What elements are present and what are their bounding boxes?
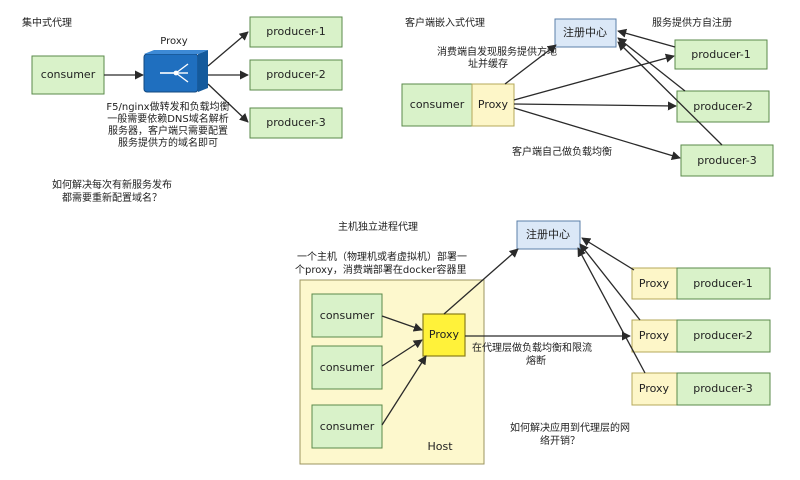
proxy-label: Proxy [639, 382, 670, 395]
arrow-proxy-producer1 [207, 31, 249, 67]
arrow-proxy-producer3 [513, 107, 681, 160]
consumer-label: consumer [320, 361, 375, 374]
arrow-consumer2-proxy [381, 339, 423, 367]
arrow-proxy-registry [443, 248, 519, 315]
section-title-centralized: 集中式代理 [22, 16, 72, 29]
consumer-label: consumer [410, 98, 465, 111]
load-balancer-icon [143, 50, 208, 93]
registry-label: 注册中心 [563, 25, 607, 39]
proxy-label: Proxy [429, 328, 460, 341]
producer-label: producer-3 [693, 382, 753, 395]
note-line: 服务器，客户端只需要配置 [108, 124, 228, 137]
producer-label: producer-3 [266, 116, 326, 129]
arrow-sideproxy2-registry [579, 243, 641, 321]
arrow-proxy-producer1 [513, 53, 675, 101]
consumer-node: consumer [311, 345, 383, 390]
side-proxy-node: Proxy [631, 319, 678, 353]
registry-node: 注册中心 [554, 18, 617, 48]
proxy-label: Proxy [639, 329, 670, 342]
producer-node: producer-1 [676, 267, 771, 300]
producer-label: producer-3 [697, 154, 757, 167]
arrow-proxy-producer2 [513, 101, 677, 111]
consumer-node: consumer [401, 83, 473, 127]
note-line: 服务提供方的域名即可 [118, 136, 218, 149]
client-proxy-node: Proxy [471, 83, 515, 127]
note-line: F5/nginx做转发和负载均衡 [106, 100, 229, 113]
arrow-sideproxy1-registry [581, 237, 635, 271]
consumer-label: consumer [320, 420, 375, 433]
arrow-consumer1-proxy [381, 315, 423, 332]
section-title-embedded: 客户端嵌入式代理 [405, 16, 485, 29]
producer-node: producer-3 [676, 372, 771, 406]
note-line: 一般需要依赖DNS域名解析 [107, 112, 229, 125]
producer-node: producer-2 [249, 59, 343, 91]
producer-label: producer-2 [693, 100, 753, 113]
producer-label: producer-1 [691, 48, 751, 61]
desc-line: 一个主机（物理机或者虚拟机）部署一 [297, 250, 467, 263]
consumer-node: consumer [311, 293, 383, 338]
discover-line: 址并缓存 [468, 57, 508, 70]
proxy-label: Proxy [639, 277, 670, 290]
question-line: 如何解决每次有新服务发布 [52, 178, 172, 191]
producer-node: producer-2 [676, 319, 771, 353]
lb-note: 客户端自己做负载均衡 [512, 145, 612, 158]
consumer-node: consumer [311, 404, 383, 449]
arrow-consumer3-proxy [381, 355, 427, 426]
producer-node: producer-1 [249, 16, 343, 48]
side-proxy-node: Proxy [631, 372, 678, 406]
consumer-label: consumer [41, 68, 96, 81]
centralized-proxy-section: 集中式代理 consumer Proxy producer-1 producer… [22, 16, 343, 204]
arrow-proxy-producer3 [207, 83, 249, 123]
arrow-producer2-registry [617, 37, 686, 92]
desc-line: 个proxy，消费端部署在docker容器里 [295, 263, 467, 276]
registry-label: 注册中心 [526, 227, 570, 241]
producer-node: producer-2 [676, 90, 770, 123]
producer-label: producer-1 [266, 25, 326, 38]
proxy-label: Proxy [478, 98, 509, 111]
producer-label: producer-2 [266, 68, 326, 81]
registry-node: 注册中心 [516, 220, 581, 250]
section-title-host: 主机独立进程代理 [338, 220, 418, 233]
producer-node: producer-1 [674, 39, 768, 70]
embedded-proxy-section: 客户端嵌入式代理 注册中心 服务提供方自注册 消费端自发现服务提供方地 址并缓存… [401, 16, 774, 177]
producer-node: producer-3 [680, 144, 774, 177]
producer-label: producer-2 [693, 329, 753, 342]
host-proxy-node: Proxy [422, 313, 466, 357]
producer-label: producer-1 [693, 277, 753, 290]
proxy-layer-line: 在代理层做负载均衡和限流 [472, 341, 592, 354]
arrow-sideproxy3-registry [577, 247, 646, 374]
proxy-layer-line: 熔断 [526, 354, 546, 367]
consumer-node: consumer [31, 55, 105, 95]
register-note: 服务提供方自注册 [652, 16, 732, 29]
question-line: 络开销？ [540, 434, 580, 447]
host-label: Host [427, 440, 453, 453]
arrow-producer3-registry [617, 41, 723, 146]
question-line: 都需要重新配置域名？ [62, 191, 162, 204]
producer-node: producer-3 [249, 107, 343, 139]
host-proxy-section: 主机独立进程代理 一个主机（物理机或者虚拟机）部署一 个proxy，消费端部署在… [295, 220, 771, 465]
discover-line: 消费端自发现服务提供方地 [437, 45, 557, 58]
proxy-title: Proxy [160, 36, 187, 47]
side-proxy-node: Proxy [631, 267, 678, 300]
consumer-label: consumer [320, 309, 375, 322]
question-line: 如何解决应用到代理层的网 [510, 421, 630, 434]
arrow-proxy-registry [504, 44, 557, 85]
arrow-producer1-registry [617, 28, 676, 48]
